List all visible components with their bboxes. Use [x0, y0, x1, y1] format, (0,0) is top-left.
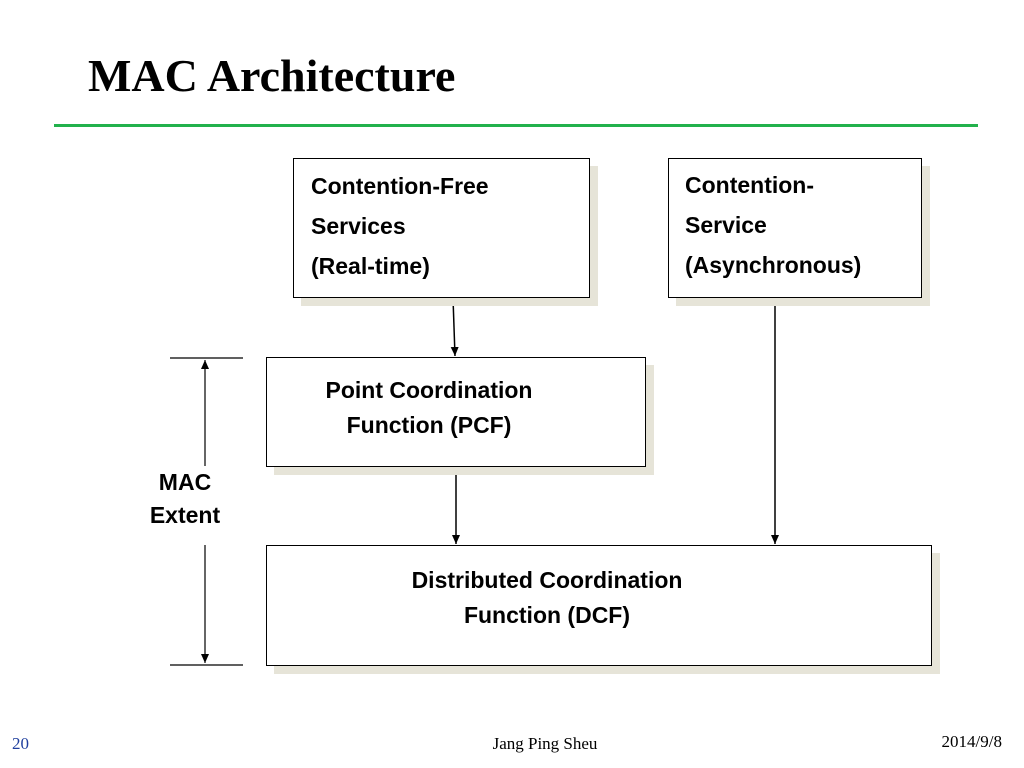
contention-service-line-1: Contention- — [685, 172, 815, 198]
mac-extent-line-1: MAC — [158, 469, 212, 495]
mac-extent-line-2: Extent — [149, 502, 221, 528]
contention-free-line-2: Services — [311, 213, 406, 239]
dcf-line-1: Distributed Coordination — [411, 567, 683, 593]
contention-free-label: Contention-Free Services (Real-time) — [311, 166, 489, 286]
contention-service-label: Contention- Service (Asynchronous) — [685, 165, 861, 285]
arrow-contention-free-to-pcf — [450, 297, 459, 357]
pcf-line-1: Point Coordination — [325, 377, 533, 403]
mac-extent-label: MAC Extent — [130, 466, 240, 532]
pcf-label: Point Coordination Function (PCF) — [266, 373, 592, 443]
dcf-label: Distributed Coordination Function (DCF) — [266, 563, 828, 633]
pcf-box — [266, 357, 646, 467]
dcf-box — [266, 545, 932, 666]
contention-free-line-1: Contention-Free — [311, 173, 489, 199]
title-divider — [54, 124, 978, 127]
contention-service-line-2: Service — [685, 212, 767, 238]
contention-service-line-3: (Asynchronous) — [685, 252, 862, 278]
footer-author: Jang Ping Sheu — [492, 734, 598, 753]
pcf-line-2: Function (PCF) — [346, 412, 512, 438]
dcf-line-2: Function (DCF) — [463, 602, 631, 628]
contention-service-box — [668, 158, 922, 298]
footer-date: 2014/9/8 — [941, 732, 1002, 751]
slide-title: MAC Architecture — [88, 50, 456, 101]
contention-free-line-3: (Real-time) — [311, 253, 430, 279]
contention-free-box — [293, 158, 590, 298]
footer-page-number: 20 — [12, 734, 29, 753]
